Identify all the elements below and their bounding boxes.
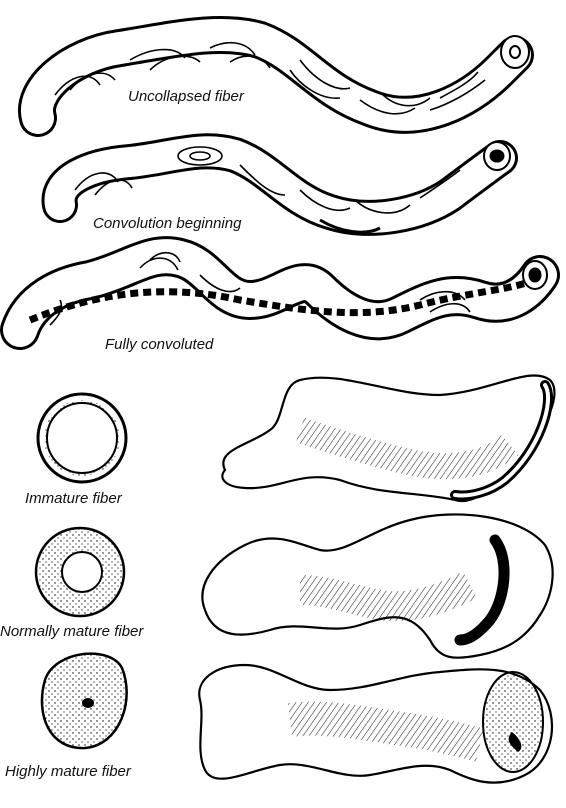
normally-mature-fiber-3d-drawing (202, 514, 552, 657)
normally-mature-fiber-cross-section (36, 528, 124, 616)
highly-mature-fiber-cross-section (42, 654, 127, 748)
fully-convoluted-drawing (20, 253, 547, 330)
immature-fiber-3d-drawing (222, 375, 554, 501)
label-uncollapsed-fiber: Uncollapsed fiber (128, 88, 244, 105)
label-normally-mature-fiber: Normally mature fiber (0, 623, 143, 640)
immature-fiber-cross-section (38, 394, 126, 482)
label-convolution-beginning: Convolution beginning (93, 215, 241, 232)
highly-mature-fiber-3d-drawing (199, 665, 552, 783)
label-fully-convoluted: Fully convoluted (105, 336, 213, 353)
label-highly-mature-fiber: Highly mature fiber (5, 763, 131, 780)
uncollapsed-fiber-drawing (37, 35, 529, 118)
label-immature-fiber: Immature fiber (25, 490, 122, 507)
